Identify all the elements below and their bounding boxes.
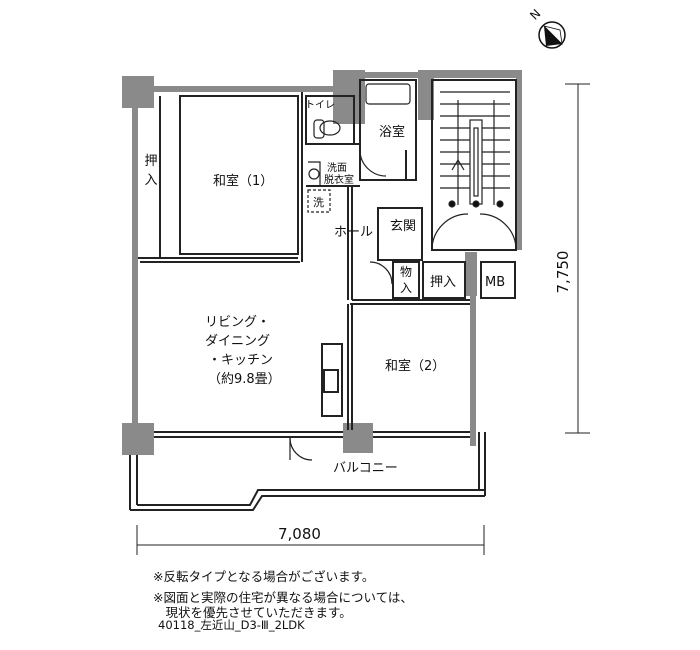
dimension-height-label: 7,750 (554, 251, 572, 294)
room-ldk-label-4: （約9.8畳） (208, 372, 281, 387)
room-toilet-label: トイレ (305, 100, 335, 111)
room-ldk-label-2: ダイニング (205, 334, 270, 349)
room-oshiire-right-label: 押入 (430, 275, 456, 290)
interior-walls (129, 79, 517, 511)
dimension-lines (136, 83, 590, 555)
plan-code: 40118_左近山_D3-Ⅲ_2LDK (158, 618, 305, 632)
room-bath-label: 浴室 (379, 124, 405, 140)
room-washitsu2-label: 和室（2） (385, 358, 445, 374)
staircase (431, 91, 517, 251)
compass-north-icon: N (527, 7, 566, 49)
room-ldk-label-3: ・キッチン (208, 353, 273, 368)
fixtures (289, 83, 411, 461)
room-senmen-label-1: 洗面 (327, 162, 347, 174)
room-monoire-label-1: 物 (400, 265, 412, 279)
room-senmen-label-2: 脱衣室 (324, 173, 354, 186)
room-mb-label: MB (485, 275, 505, 290)
note-line-1: ※反転タイプとなる場合がございます。 (153, 569, 375, 584)
room-ldk-label-1: リビング・ (205, 315, 270, 330)
compass-label: N (527, 7, 543, 23)
note-line-3: 現状を優先させていただきます。 (153, 605, 352, 620)
note-line-2: ※図面と実際の住宅が異なる場合については、 (153, 590, 413, 605)
room-balcony-label: バルコニー (333, 461, 398, 476)
room-genkan-label: 玄関 (390, 219, 416, 234)
room-oshiire-left-label-2: 入 (144, 173, 157, 188)
room-oshiire-left-label-1: 押 (144, 154, 157, 169)
dimension-width-label: 7,080 (278, 525, 321, 543)
room-monoire-label-2: 入 (400, 281, 412, 295)
room-hall-label: ホール (334, 225, 373, 240)
room-washitsu1-label: 和室（1） (213, 173, 273, 189)
room-washer-label: 洗 (313, 196, 324, 209)
